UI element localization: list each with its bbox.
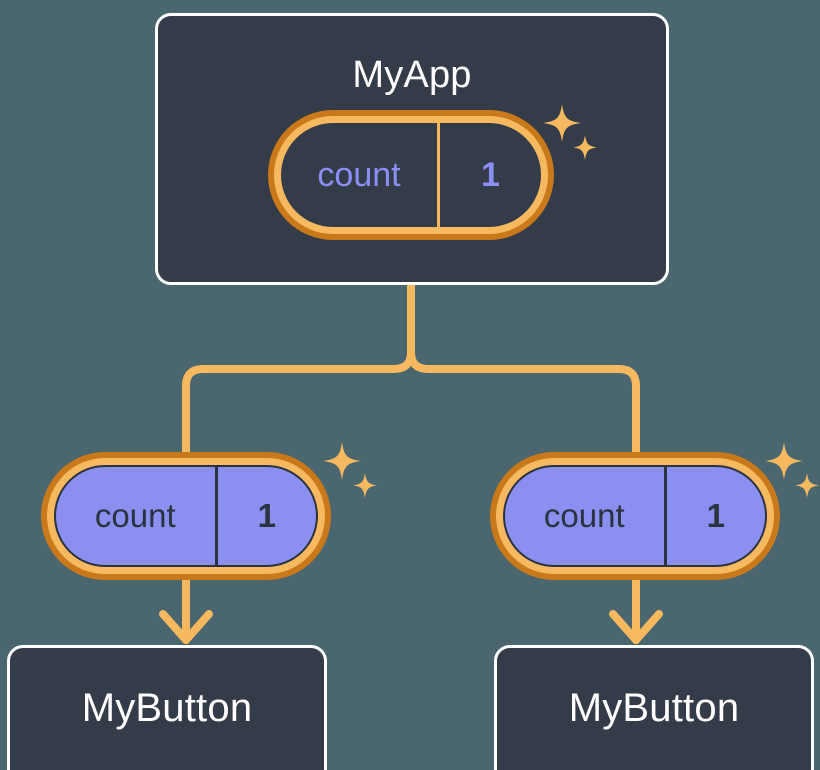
signal-value: 1: [437, 123, 541, 227]
arrowhead-left: [159, 610, 213, 644]
signal-pill-body: count 1: [503, 465, 767, 567]
signal-pill-ring: count 1: [496, 458, 774, 574]
signal-pill-ring: count 1: [47, 458, 325, 574]
arrowhead-right: [609, 610, 663, 644]
wire-app-to-left: [182, 281, 415, 456]
signal-pill-child-left[interactable]: count 1: [41, 452, 331, 580]
signal-pill-body: count 1: [54, 465, 318, 567]
wire-app-to-right: [407, 281, 640, 456]
component-title: MyButton: [81, 686, 253, 730]
signal-pill-ring: count 1: [274, 116, 548, 234]
component-card-mybutton-left[interactable]: MyButton: [7, 645, 327, 770]
component-title: MyButton: [568, 686, 740, 730]
signal-name: count: [94, 497, 176, 534]
signal-pill-body: count 1: [281, 123, 541, 227]
signal-value: 1: [663, 467, 765, 565]
signal-pill-child-right[interactable]: count 1: [490, 452, 780, 580]
signal-pill-myapp[interactable]: count 1: [268, 110, 554, 240]
signal-value: 1: [214, 467, 316, 565]
signal-name: count: [317, 155, 401, 194]
page-title: MyApp: [352, 54, 472, 96]
signal-name: count: [543, 497, 625, 534]
component-card-mybutton-right[interactable]: MyButton: [494, 645, 814, 770]
